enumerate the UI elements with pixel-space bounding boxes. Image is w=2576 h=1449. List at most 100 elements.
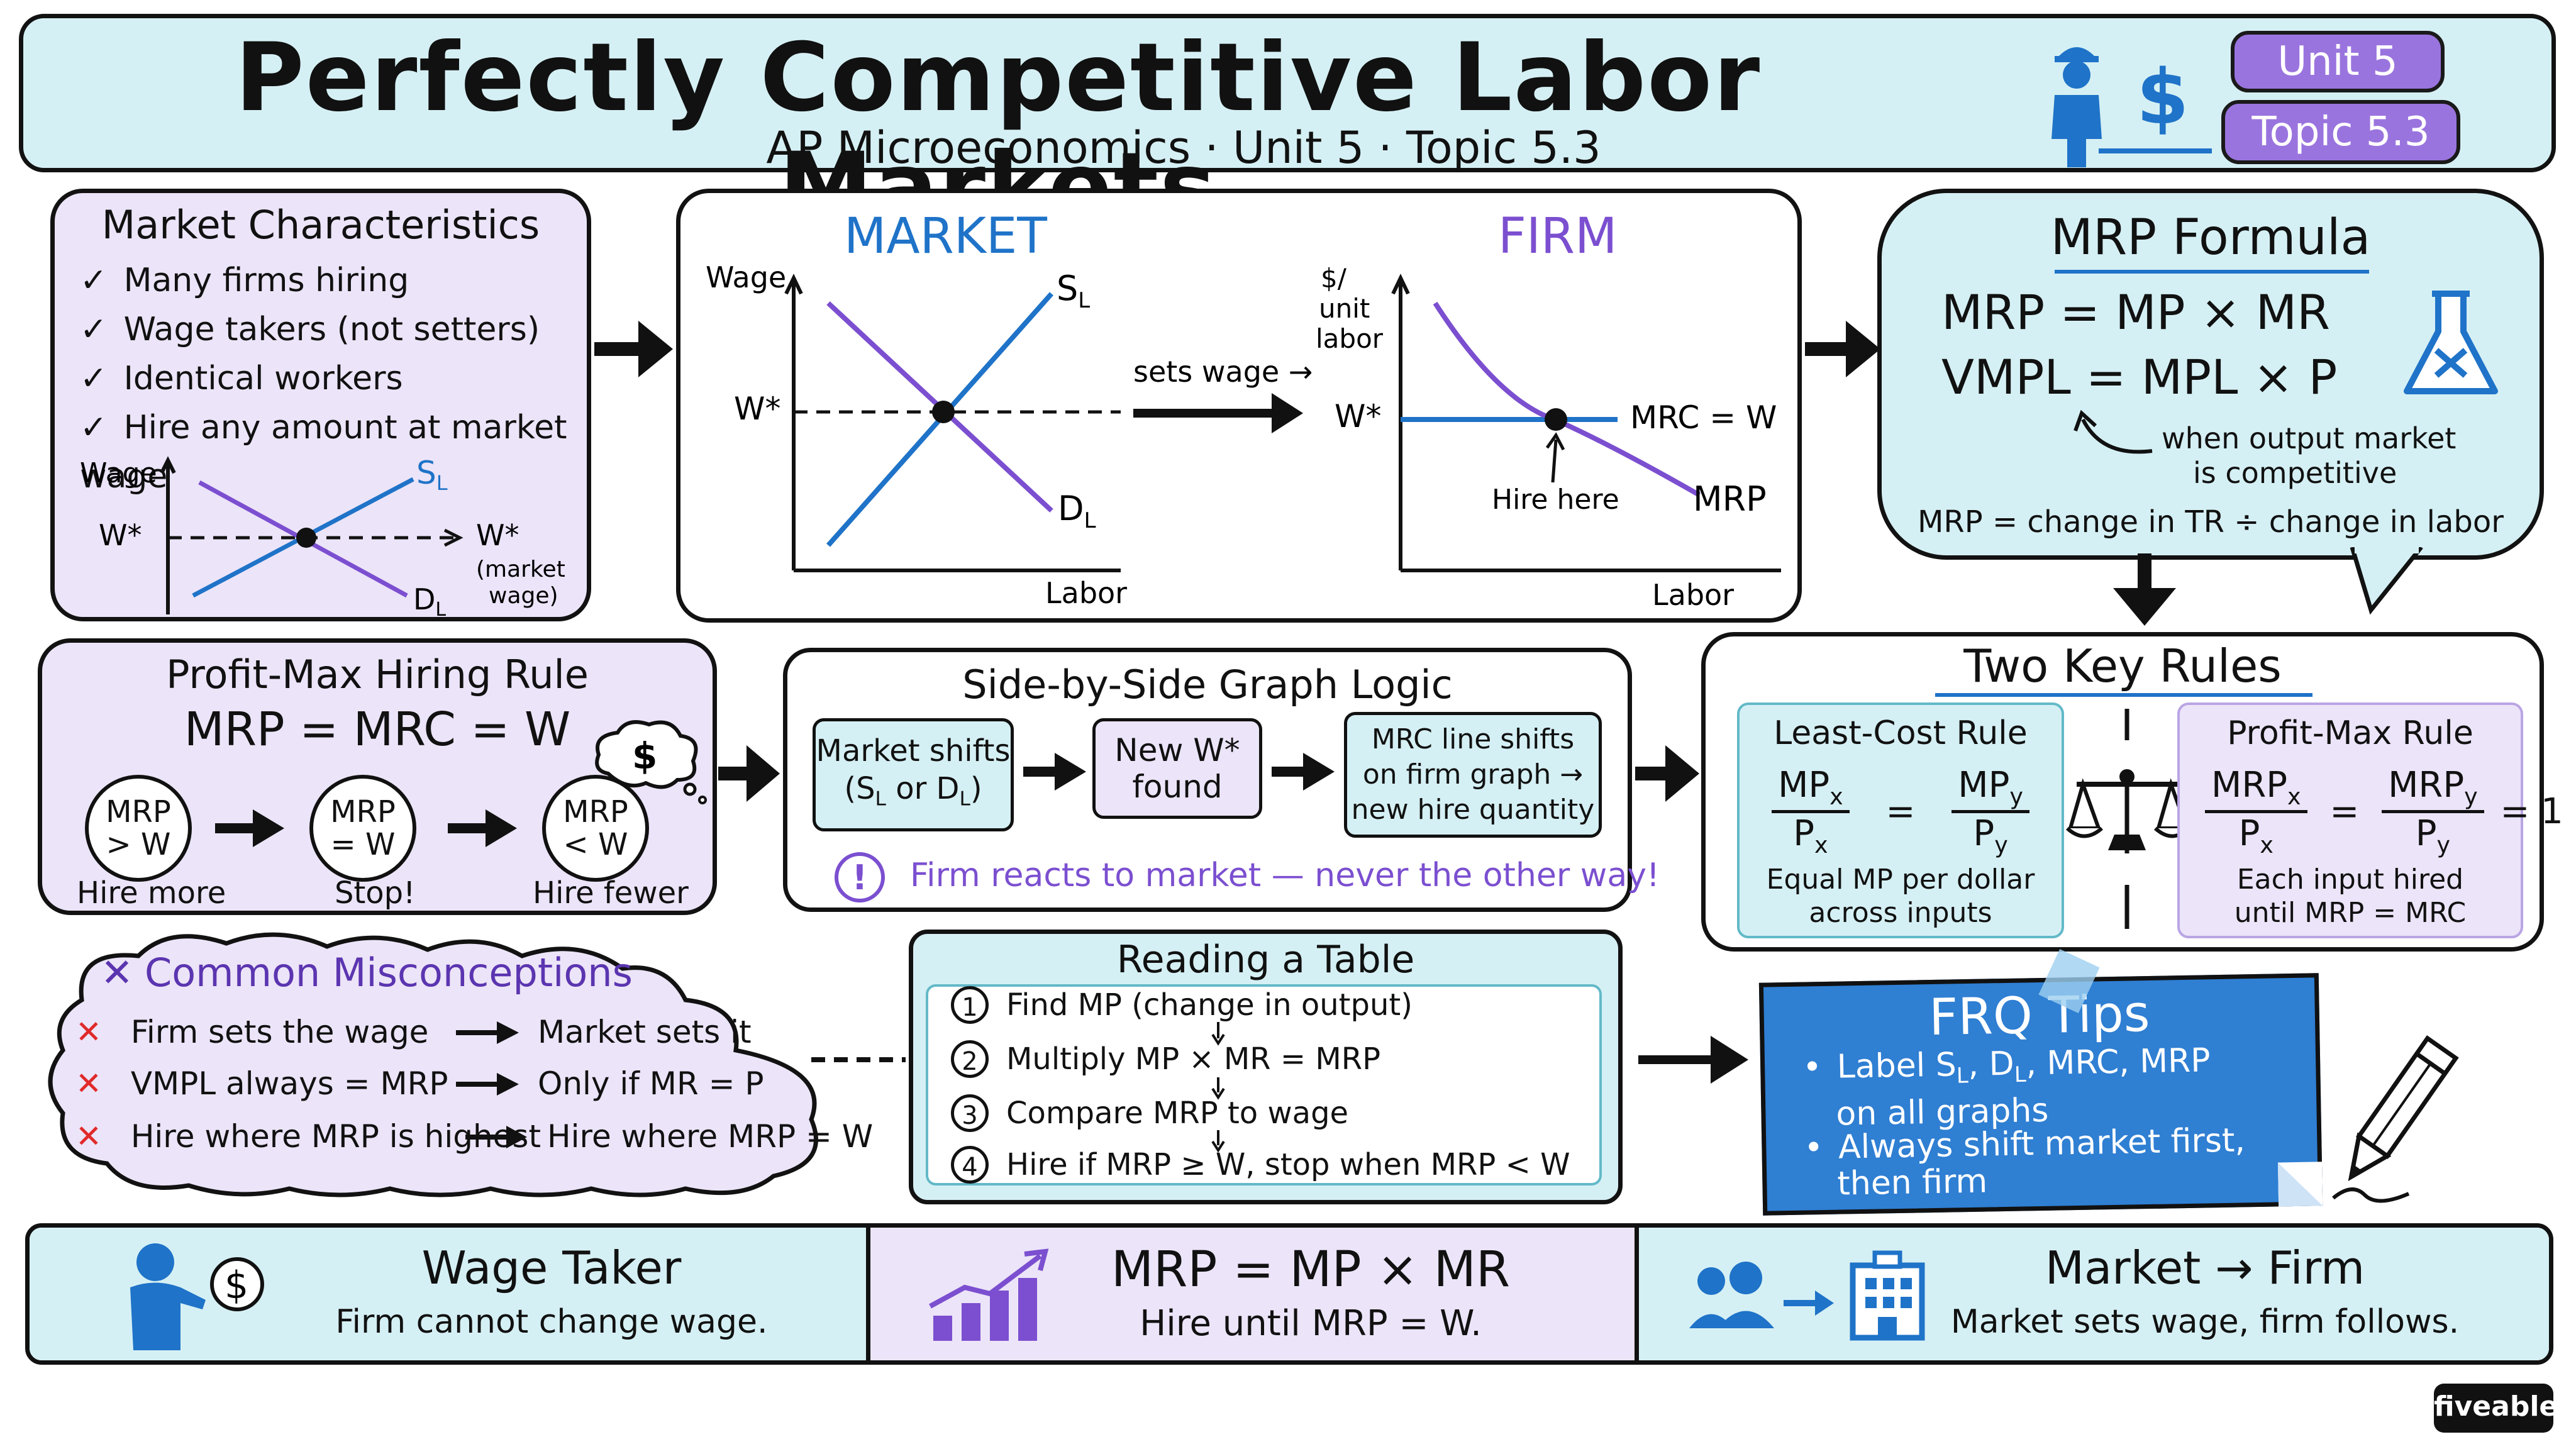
circle-label: MRP > W [106, 794, 171, 862]
header-banner: Perfectly Competitive Labor Markets AP M… [19, 14, 2556, 242]
misconception-wrong: Firm sets the wage [130, 1014, 429, 1050]
mrp-equal-circle: MRP = W [309, 775, 416, 882]
svg-text:DL: DL [1058, 489, 1096, 533]
alert-icon: ! [835, 852, 885, 902]
svg-text:DL: DL [413, 582, 446, 621]
tip-text: Always shift market first, [1838, 1121, 2246, 1167]
curved-arrow-icon [2074, 409, 2153, 454]
list-item: ✓Wage takers (not setters) [80, 305, 587, 354]
market-x-label: Labor [1045, 576, 1127, 610]
market-title: MARKET [844, 208, 1047, 265]
flask-icon [2404, 291, 2498, 394]
frq-tip-1: •Label SL, DL, MRC, MRP on all graphs [1802, 1041, 2212, 1133]
footer-strip: $ Wage Taker Firm cannot change wage. MR… [25, 1223, 2553, 1365]
check-icon: ✓ [80, 409, 108, 447]
mrp-tr-formula: MRP = change in TR ÷ change in labor [1917, 504, 2504, 540]
flow-label: found [1132, 769, 1223, 805]
panel-title: Two Key Rules [1963, 640, 2282, 692]
eq-term: P [1973, 813, 1995, 855]
dashed-connector [811, 1057, 906, 1062]
footer-card-subtitle: Firm cannot change wage. [335, 1303, 768, 1341]
panel-title: Profit-Max Hiring Rule [166, 652, 589, 697]
bullet-icon: • [1802, 1048, 1823, 1087]
profit-max-panel: Profit-Max Hiring Rule MRP = MRC = W MRP… [38, 638, 717, 915]
mrp-formula-panel: MRP Formula MRP = MP × MR VMPL = MPL × P… [1877, 189, 2544, 560]
profit-max-title: Profit-Max Rule [2227, 714, 2473, 752]
step-number: 4 [951, 1146, 989, 1184]
market-y-label: Wage [706, 260, 786, 294]
arrow-right-icon [1272, 753, 1335, 791]
eq-term: P [2238, 813, 2260, 855]
step-number: 3 [951, 1094, 989, 1132]
mrp-formula-line: MRP = MP × MR [1941, 284, 2330, 340]
hire-here-label: Hire here [1492, 484, 1619, 516]
page-subtitle: AP Microeconomics · Unit 5 · Topic 5.3 [766, 122, 1601, 174]
pencil-icon [2332, 1035, 2459, 1203]
arrow-right-icon [594, 321, 673, 377]
w-star-label: W* [99, 518, 142, 552]
step-text: Multiply MP × MR = MRP [1006, 1041, 1381, 1077]
people-to-building-icon [1689, 1250, 1925, 1341]
flow-sub: L [959, 787, 970, 811]
mrp-greater-circle: MRP > W [85, 775, 192, 882]
list-item-label: Identical workers [123, 360, 403, 397]
eq-sub: x [1814, 831, 1828, 859]
arrow-right-icon [1023, 753, 1086, 791]
dollar-icon: $ [632, 735, 657, 777]
market-supply-label: S [1057, 269, 1078, 308]
eq-term: MRP [2211, 765, 2287, 806]
misconception-row: ✕ VMPL always = MRP [75, 1065, 448, 1102]
check-icon: ✓ [80, 311, 108, 348]
mrc-label: MRC = W [1630, 399, 1777, 436]
firm-y-label-2: unit [1319, 293, 1370, 324]
flow-label: new hire quantity [1351, 794, 1595, 826]
tip-sub: L [1956, 1063, 1969, 1088]
panel-title: MRP Formula [2050, 209, 2371, 266]
page-title: Perfectly Competitive Labor Markets [235, 23, 1762, 242]
eq-sub: y [1994, 831, 2008, 859]
demand-label-sub: L [435, 599, 446, 621]
list-item: ✓Many firms hiring [80, 256, 587, 305]
mrp-label: MRP [1693, 479, 1767, 519]
arrow-right-icon [1272, 393, 1303, 433]
flow-label: ) [970, 770, 982, 806]
panel-title: Market Characteristics [101, 202, 540, 248]
eq-term: P [2415, 813, 2437, 855]
eq-term: MRP [2388, 765, 2465, 806]
profit-max-note-1: Each input hired [2236, 863, 2464, 896]
market-demand-label: D [1058, 489, 1084, 528]
x-icon: ✕ [75, 1014, 102, 1050]
eq-sign: = [2329, 791, 2360, 833]
firm-reacts-note: Firm reacts to market — never the other … [910, 857, 1660, 894]
arrow-right-icon [497, 1021, 519, 1044]
misconception-row: ✕ Firm sets the wage [75, 1014, 428, 1050]
misconception-fix: Only if MR = P [538, 1065, 764, 1102]
market-wage-note-2: (market [476, 557, 565, 582]
footer-card-title: Market → Firm [2045, 1241, 2365, 1294]
flow-label: New W* [1114, 732, 1240, 769]
scales-icon [2065, 709, 2190, 929]
market-characteristics-panel: Market Characteristics ✓Many firms hirin… [50, 189, 591, 621]
market-demand-sub: L [1084, 508, 1096, 533]
arrow-right-icon [1638, 1036, 1748, 1084]
steps-card [926, 984, 1602, 1185]
misconception-right: Hire where MRP = W [547, 1118, 874, 1155]
footer-card-subtitle: Market sets wage, firm follows. [1950, 1303, 2460, 1341]
eq-tail: = 1 [2500, 791, 2563, 833]
market-firm-graphs: MARKET Wage W* SL DL Labor sets wage → F… [706, 208, 1781, 612]
eq-term: P [1793, 813, 1815, 855]
flow-label: MRC line shifts [1371, 723, 1575, 755]
eq-sub: x [2287, 783, 2301, 811]
arrow-right-icon [1805, 321, 1880, 377]
speech-bubble-tail [2350, 547, 2423, 615]
misconceptions-cloud [48, 932, 818, 1197]
list-item-label: Hire any amount at market wage [80, 409, 567, 496]
eq-term: MP [1958, 765, 2010, 806]
arrow-right-icon [497, 1073, 519, 1096]
firm-wstar-label: W* [1335, 398, 1381, 435]
